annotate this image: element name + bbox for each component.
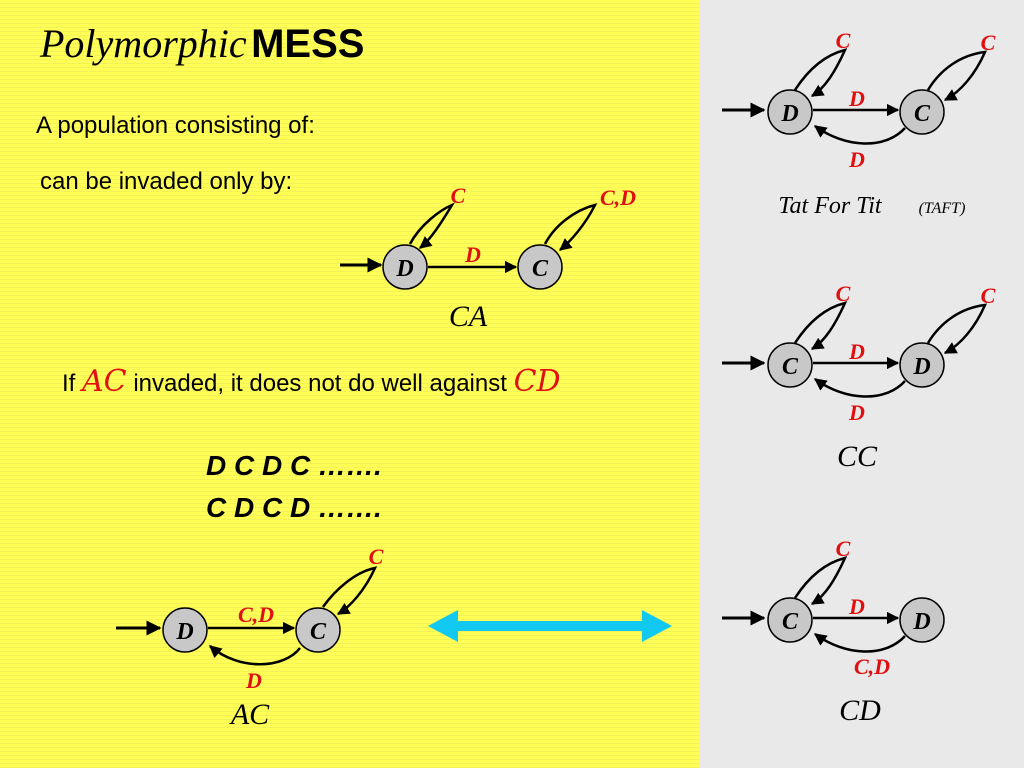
- cd-back-arrow: [813, 632, 906, 653]
- left-pane: [0, 0, 700, 768]
- cd-state-1-label: C: [782, 609, 799, 635]
- ca-loop-1-label: C: [451, 183, 466, 208]
- taft-loop-2: [926, 50, 988, 102]
- cc-state-2-label: D: [912, 354, 930, 380]
- cd-back-label: C,D: [854, 654, 890, 679]
- machine-ac: D C C,D D C AC: [116, 544, 384, 731]
- cd-state-2: [899, 597, 945, 643]
- ac-state-1: [162, 607, 208, 653]
- statement-strategy-b: CD: [513, 364, 561, 399]
- taft-loop-1: [793, 48, 848, 98]
- ac-back-label: D: [245, 668, 262, 693]
- double-arrow: [428, 610, 672, 642]
- cc-back-arrow: [813, 377, 906, 398]
- ca-loop-2-label: C,D: [600, 185, 636, 210]
- taft-name: Tat For Tit: [778, 193, 883, 219]
- taft-state-2: [899, 89, 945, 135]
- right-pane: [700, 0, 1024, 768]
- machine-cd: C D C D C,D CD: [722, 536, 945, 727]
- cc-loop-2: [926, 303, 988, 355]
- slide-title: Polymorphic MESS: [40, 20, 364, 67]
- ca-name: CA: [449, 300, 488, 333]
- machine-ca: D C C C,D D CA: [340, 183, 636, 333]
- cd-state-2-label: D: [912, 609, 930, 635]
- cd-loop-1-label: C: [836, 536, 851, 561]
- sequence-1: D C D C …….: [206, 450, 382, 481]
- ca-state-2-label: C: [532, 256, 549, 282]
- cc-loop-1-label: C: [836, 281, 851, 306]
- sequence-2: C D C D …….: [206, 492, 382, 523]
- cc-loop-2-label: C: [981, 283, 996, 308]
- cc-loop-1: [793, 301, 848, 351]
- taft-transition-label: D: [848, 86, 865, 111]
- taft-state-2-label: C: [914, 101, 931, 127]
- cc-transition-label: D: [848, 339, 865, 364]
- statement-prefix: If: [62, 370, 76, 397]
- ca-transition-label: D: [464, 242, 481, 267]
- taft-loop-2-label: C: [981, 30, 996, 55]
- cc-name: CC: [837, 440, 878, 473]
- ac-state-1-label: D: [175, 619, 193, 645]
- statement: If AC invaded, it does not do well again…: [62, 364, 561, 399]
- ca-state-2: [517, 244, 563, 290]
- machine-taft: D C C C D D Tat For Tit (TAFT): [722, 28, 996, 219]
- taft-abbrev: (TAFT): [919, 200, 966, 217]
- statement-strategy-a: AC: [82, 364, 127, 399]
- ca-state-1-label: D: [395, 256, 413, 282]
- cd-name: CD: [839, 694, 881, 727]
- machine-cc: C D C C D D CC: [722, 281, 996, 473]
- statement-middle: invaded, it does not do well against: [133, 370, 507, 397]
- taft-back-label: D: [848, 147, 865, 172]
- intro-line-1: A population consisting of:: [36, 112, 315, 139]
- ac-transition-label: C,D: [238, 602, 274, 627]
- taft-loop-1-label: C: [836, 28, 851, 53]
- ca-loop-2: [543, 203, 598, 251]
- ac-loop-2: [321, 566, 378, 616]
- ac-state-2: [295, 607, 341, 653]
- title-script: Polymorphic: [40, 21, 247, 66]
- ac-loop-2-label: C: [369, 544, 384, 569]
- cd-state-1: [767, 597, 813, 643]
- ac-state-2-label: C: [310, 619, 327, 645]
- cc-back-label: D: [848, 400, 865, 425]
- taft-state-1: [767, 89, 813, 135]
- ca-state-1: [382, 244, 428, 290]
- cd-loop-1: [793, 556, 848, 606]
- cc-state-2: [899, 342, 945, 388]
- ca-loop-1: [408, 202, 456, 249]
- title-bold: MESS: [251, 22, 365, 66]
- cc-state-1: [767, 342, 813, 388]
- ac-name: AC: [229, 698, 270, 731]
- cd-transition-label: D: [848, 594, 865, 619]
- taft-back-arrow: [813, 124, 906, 145]
- taft-state-1-label: D: [780, 101, 798, 127]
- intro-line-2: can be invaded only by:: [40, 168, 293, 195]
- ac-back-arrow: [209, 645, 301, 666]
- cc-state-1-label: C: [782, 354, 799, 380]
